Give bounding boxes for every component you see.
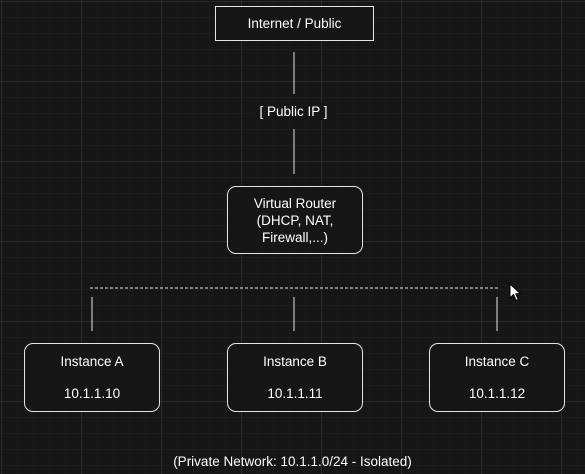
- instance-ip: 10.1.1.12: [468, 386, 526, 401]
- instance-name: Instance A: [60, 354, 124, 369]
- instance-ip: 10.1.1.10: [63, 386, 121, 401]
- instance-ip: 10.1.1.11: [267, 386, 323, 401]
- router-label-line-1: Virtual Router: [253, 195, 337, 211]
- instance-name: Instance B: [263, 354, 327, 369]
- router-label-line-3: Firewall,...): [261, 229, 328, 245]
- mouse-pointer-icon: [509, 283, 521, 301]
- instance-b-node[interactable]: Instance B 10.1.1.11: [227, 343, 363, 412]
- instance-c-node[interactable]: Instance C 10.1.1.12: [429, 343, 565, 412]
- router-label-line-2: (DHCP, NAT,: [256, 212, 334, 228]
- internet-node[interactable]: Internet / Public: [215, 6, 374, 41]
- private-network-note: (Private Network: 10.1.1.0/24 - Isolated…: [173, 454, 412, 469]
- instance-a-node[interactable]: Instance A 10.1.1.10: [24, 343, 160, 412]
- internet-node-label: Internet / Public: [247, 16, 342, 31]
- public-ip-label: [ Public IP ]: [255, 103, 332, 120]
- virtual-router-node[interactable]: Virtual Router (DHCP, NAT, Firewall,...): [227, 186, 363, 254]
- instance-name: Instance C: [464, 354, 530, 369]
